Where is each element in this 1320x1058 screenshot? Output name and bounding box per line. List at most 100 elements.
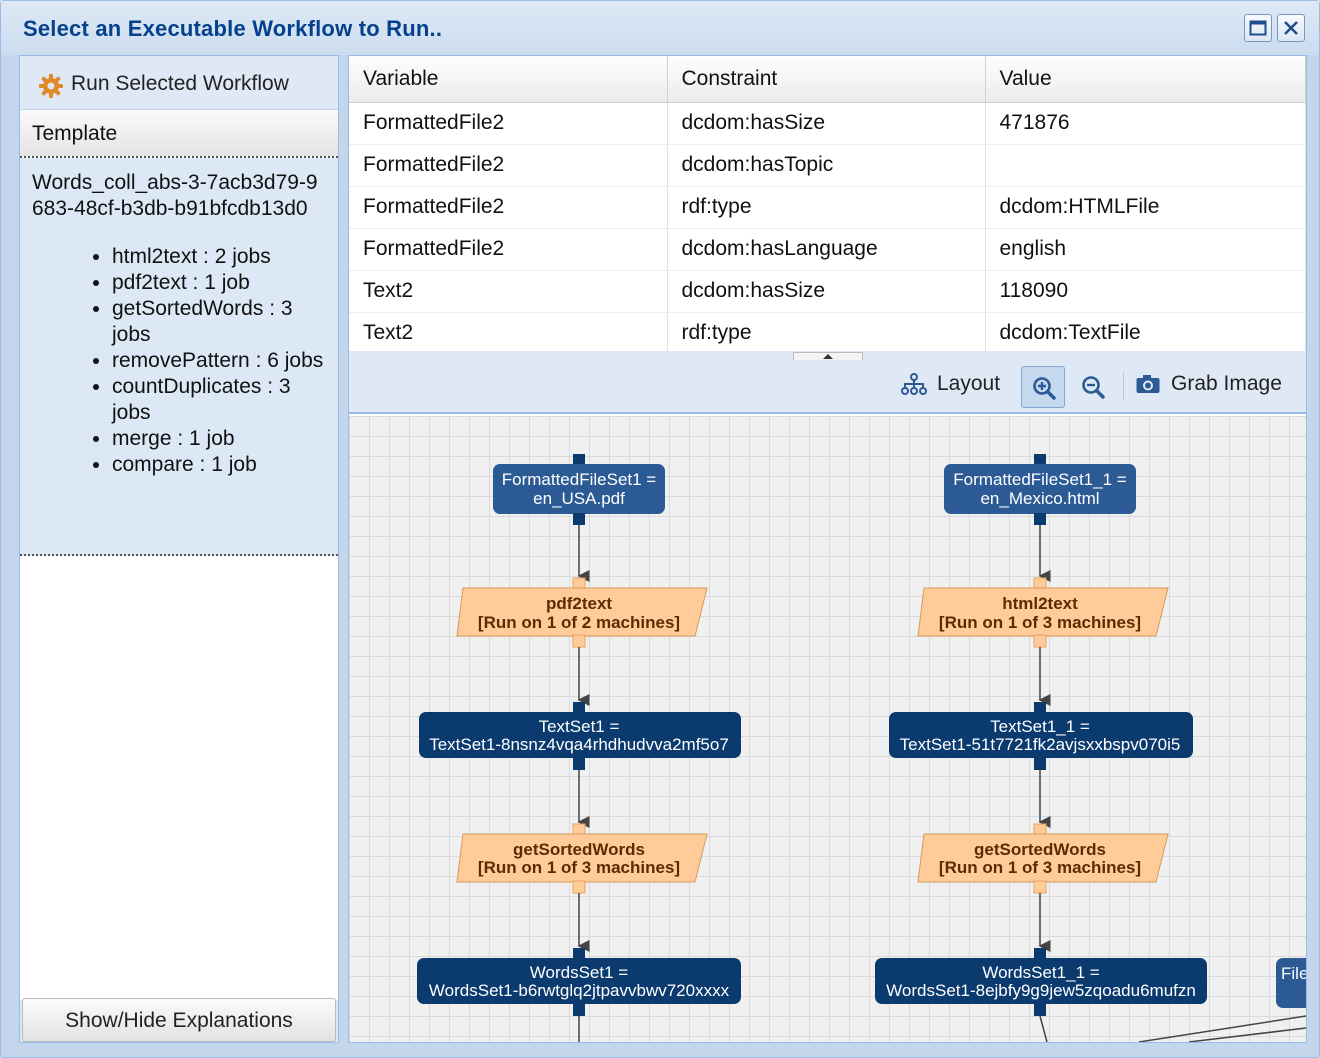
- value-cell: dcdom:TextFile: [985, 312, 1306, 355]
- data-node-textset1[interactable]: [419, 712, 741, 758]
- constraint-cell: dcdom:hasSize: [667, 102, 986, 145]
- process-node-getsortedwords-1[interactable]: [917, 833, 1169, 883]
- dialog-titlebar[interactable]: Select an Executable Workflow to Run..: [1, 1, 1319, 55]
- node-label: TextSet1_1 =: [990, 717, 1090, 736]
- data-node-textset1-1[interactable]: [889, 712, 1193, 758]
- port: [1034, 702, 1046, 714]
- constraints-table: Variable Constraint Value FormattedFile2…: [349, 56, 1306, 355]
- job-item: merge : 1 job: [112, 426, 324, 452]
- process-node-html2text[interactable]: [917, 587, 1169, 637]
- node-label: TextSet1 =: [539, 717, 620, 736]
- port: [1034, 948, 1046, 960]
- template-row[interactable]: Words_coll_abs-3-7acb3d79-9683-48cf-b3db…: [20, 158, 338, 556]
- node-label: WordsSet1-b6rwtglq2jtpavvbwv720xxxx: [429, 981, 730, 1000]
- node-label: html2text: [1002, 594, 1078, 613]
- layout-label: Layout: [937, 372, 1001, 395]
- variable-cell: Text2: [349, 312, 668, 355]
- maximize-button[interactable]: [1244, 14, 1272, 42]
- port: [1033, 634, 1047, 648]
- table-row[interactable]: FormattedFile2 dcdom:hasTopic: [349, 144, 1306, 187]
- edge: [1138, 1015, 1306, 1042]
- edge: [1188, 1027, 1306, 1042]
- node-label: TextSet1-51t7721fk2avjsxxbspv070i5: [900, 735, 1181, 754]
- process-node-pdf2text[interactable]: [456, 587, 708, 637]
- close-button[interactable]: [1277, 14, 1305, 42]
- data-node-formattedfileset1-1[interactable]: [944, 464, 1136, 514]
- edge: [1039, 1015, 1048, 1042]
- data-node-partial[interactable]: [1276, 958, 1306, 1008]
- port: [572, 634, 586, 648]
- zoom-out-button[interactable]: [1071, 366, 1115, 408]
- variable-cell: FormattedFile2: [349, 186, 668, 229]
- column-header-variable[interactable]: Variable: [349, 56, 668, 103]
- zoom-in-icon: [1033, 377, 1056, 400]
- port: [573, 454, 585, 466]
- camera-icon: [1136, 375, 1160, 393]
- port: [1034, 454, 1046, 466]
- zoom-out-icon: [1082, 376, 1105, 399]
- table-row[interactable]: FormattedFile2 dcdom:hasSize 471876: [349, 102, 1306, 145]
- grab-image-label: Grab Image: [1171, 372, 1282, 395]
- process-node-getsortedwords[interactable]: [456, 833, 708, 883]
- graph-toolbar: Layout: [349, 360, 1306, 414]
- table-row[interactable]: Text2 rdf:type dcdom:TextFile: [349, 312, 1306, 355]
- workflow-graph-canvas[interactable]: FormattedFileSet1 = en_USA.pdf pdf2text …: [349, 416, 1306, 1042]
- node-label: pdf2text: [546, 594, 612, 613]
- constraint-cell: rdf:type: [667, 312, 986, 355]
- template-name: Words_coll_abs-3-7acb3d79-9683-48cf-b3db…: [32, 171, 318, 220]
- job-item: compare : 1 job: [112, 452, 324, 478]
- panel-splitter[interactable]: [349, 351, 1306, 360]
- template-list-empty-area: [20, 556, 338, 1000]
- node-label: [Run on 1 of 3 machines]: [939, 613, 1141, 632]
- layout-button[interactable]: Layout: [901, 372, 1000, 396]
- template-column-header[interactable]: Template: [20, 110, 338, 158]
- port: [1033, 880, 1047, 894]
- node-label: getSortedWords: [513, 840, 645, 859]
- column-header-value[interactable]: Value: [985, 56, 1306, 103]
- port: [1034, 513, 1046, 525]
- collapse-toggle[interactable]: [793, 352, 863, 360]
- variable-cell: FormattedFile2: [349, 228, 668, 271]
- node-label: TextSet1-8nsnz4vqa4rhdhudvva2mf5o7: [429, 735, 729, 754]
- table-row[interactable]: Text2 dcdom:hasSize 118090: [349, 270, 1306, 313]
- node-label: FormattedFileSet1_1 =: [953, 470, 1126, 489]
- workflow-graph: FormattedFileSet1 = en_USA.pdf pdf2text …: [417, 454, 1306, 1042]
- table-row[interactable]: FormattedFile2 dcdom:hasLanguage english: [349, 228, 1306, 271]
- constraint-cell: dcdom:hasSize: [667, 270, 986, 313]
- port: [573, 702, 585, 714]
- node-label: WordsSet1_1 =: [982, 963, 1099, 982]
- node-label: [Run on 1 of 2 machines]: [478, 613, 680, 632]
- variable-cell: Text2: [349, 270, 668, 313]
- node-label: FormattedFileSet1 =: [502, 470, 657, 489]
- table-row[interactable]: FormattedFile2 rdf:type dcdom:HTMLFile: [349, 186, 1306, 229]
- job-item: pdf2text : 1 job: [112, 270, 324, 296]
- right-panel: Variable Constraint Value FormattedFile2…: [348, 55, 1307, 1043]
- constraint-cell: dcdom:hasLanguage: [667, 228, 986, 271]
- zoom-in-button[interactable]: [1021, 366, 1065, 408]
- port: [1034, 758, 1046, 770]
- node-label: getSortedWords: [974, 840, 1106, 859]
- value-cell: 471876: [985, 102, 1306, 145]
- value-cell: english: [985, 228, 1306, 271]
- show-hide-explanations-label: Show/Hide Explanations: [65, 1009, 293, 1032]
- column-header-constraint[interactable]: Constraint: [667, 56, 986, 103]
- data-node-wordsset1-1[interactable]: [875, 958, 1207, 1004]
- job-item: html2text : 2 jobs: [112, 244, 324, 270]
- port: [573, 948, 585, 960]
- port: [573, 758, 585, 770]
- data-node-formattedfileset1[interactable]: [493, 464, 665, 514]
- node-label: WordsSet1-8ejbfy9g9jew5zqoadu6mufzn: [886, 981, 1196, 1000]
- port: [573, 1004, 585, 1016]
- variable-cell: FormattedFile2: [349, 102, 668, 145]
- layout-icon: [901, 373, 927, 395]
- port: [572, 880, 586, 894]
- run-selected-workflow-button[interactable]: Run Selected Workflow: [20, 56, 338, 110]
- toolbar-separator: [1123, 372, 1124, 400]
- port: [1034, 1004, 1046, 1016]
- node-label: WordsSet1 =: [530, 963, 629, 982]
- grab-image-button[interactable]: Grab Image: [1135, 372, 1282, 396]
- data-node-wordsset1[interactable]: [417, 958, 741, 1004]
- show-hide-explanations-button[interactable]: Show/Hide Explanations: [22, 998, 336, 1042]
- left-panel: Run Selected Workflow Template Words_col…: [19, 55, 339, 1043]
